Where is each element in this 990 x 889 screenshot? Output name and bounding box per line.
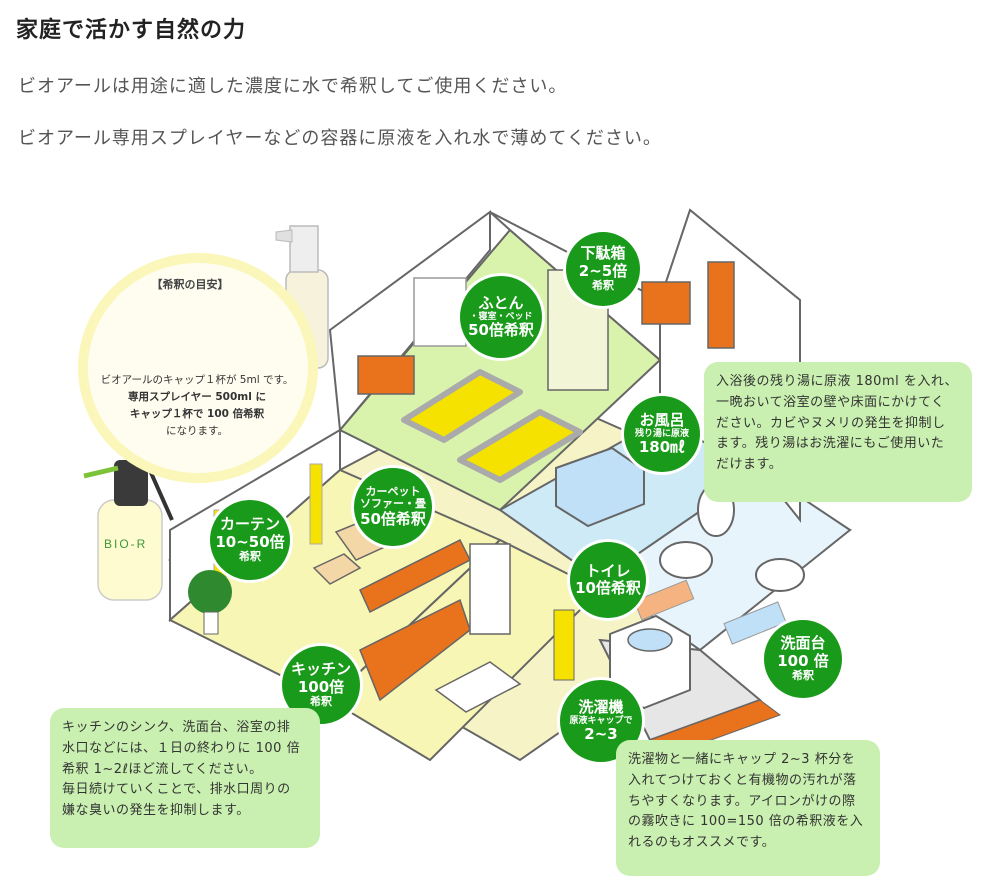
shoe-cabinet <box>641 281 691 325</box>
spray-nozzle <box>275 229 293 243</box>
badge-geta-unit: 希釈 <box>592 278 614 292</box>
dilution-guide-circle <box>78 253 318 483</box>
badge-futon-label: ふとん <box>478 293 524 312</box>
sprayer-logo: BIO-R <box>104 537 147 551</box>
intro-paragraph-1: ビオアールは用途に適した濃度に水で希釈してご使用ください。 <box>18 76 568 97</box>
kitchen-info-line: 希釈 1~2ℓほど流してください。 <box>62 761 263 777</box>
badge-carpet-ratio: 50倍希釈 <box>360 510 426 529</box>
guide-line-2: 専用スプレイヤー 500ml に <box>128 391 266 403</box>
badge-sink-label: 洗面台 <box>780 634 826 653</box>
washing-machine-drum <box>627 628 673 652</box>
badge-laundry-sub: 原液キャップで <box>569 715 633 726</box>
curtain-right <box>309 463 323 545</box>
badge-toilet-label: トイレ <box>585 561 631 580</box>
badge-bath-sub: 残り湯に原液 <box>634 428 689 439</box>
badge-futon-sub: ・寝室・ベッド <box>469 311 533 322</box>
badge-carpet-label: カーペット <box>365 484 421 498</box>
bathtub <box>555 446 645 528</box>
sink-mat <box>723 601 787 645</box>
fridge <box>469 543 511 635</box>
bath-info-line: ださい。カビやヌメリの発生を抑制し <box>716 415 946 431</box>
bath-info-box: 入浴後の残り湯に原液 180ml を入れ、 一晩おいて浴室の壁や床面にかけてく … <box>704 362 972 502</box>
laundry-info-line: 入れてつけておくと有機物の汚れが落 <box>628 772 857 788</box>
kitchen-info-line: 嫌な臭いの発生を抑制します。 <box>62 803 250 819</box>
badge-carpet-sub: ソファー・畳 <box>360 497 426 511</box>
kitchen-info-line: 毎日続けていくことで、排水口周りの <box>62 782 291 798</box>
living-table <box>312 553 362 585</box>
guide-title: 【希釈の目安】 <box>151 278 229 291</box>
badge-futon-ratio: 50倍希釈 <box>468 321 534 340</box>
intro-paragraph-2: ビオアール専用スプレイヤーなどの容器に原液を入れ水で薄めてください。 <box>18 128 662 149</box>
futon-2 <box>457 409 583 483</box>
badge-toilet: トイレ 10倍希釈 <box>570 542 646 618</box>
guide-line-1: ビオアールのキャップ１杯が 5ml です。 <box>100 374 294 386</box>
toilet-bowl <box>659 541 713 579</box>
spray-bottle-head <box>289 225 319 273</box>
badge-kitchen-label: キッチン <box>290 660 351 679</box>
futon-1 <box>401 369 523 443</box>
badge-curtain: カーテン 10~50倍 希釈 <box>210 500 290 580</box>
badge-carpet: カーペット ソファー・畳 50倍希釈 <box>354 468 432 546</box>
bath-info-line: だけます。 <box>716 457 783 473</box>
kitchen-info-line: 水口などには、１日の終わりに 100 倍 <box>62 740 301 756</box>
bath-info-line: 入浴後の残り湯に原液 180ml を入れ、 <box>716 374 958 389</box>
guide-line-4: になります。 <box>166 425 228 437</box>
badge-geta-label: 下駄箱 <box>580 244 626 263</box>
laundry-info-box: 洗濯物と一緒にキャップ 2~3 杯分を 入れてつけておくと有機物の汚れが落 ちや… <box>616 740 880 876</box>
dining-table <box>434 661 522 713</box>
plant-pot <box>203 611 219 635</box>
toilet-mat <box>633 579 695 621</box>
pressure-sprayer-nozzle <box>83 465 119 479</box>
shoji-window <box>413 277 467 347</box>
badge-toilet-ratio: 10倍希釈 <box>575 579 641 597</box>
bath-info-line: ます。残り湯はお洗濯にもご使用いた <box>716 436 945 452</box>
pressure-sprayer-handle <box>146 465 174 521</box>
kitchen-info-box: キッチンのシンク、洗面台、浴室の排 水口などには、１日の終わりに 100 倍 希… <box>50 708 320 848</box>
badge-kitchen-unit: 希釈 <box>310 694 332 708</box>
badge-sink-ratio: 100 倍 <box>777 651 829 670</box>
badge-bath-label: お風呂 <box>639 410 685 429</box>
kitchen-info-line: キッチンのシンク、洗面台、浴室の排 <box>62 720 291 735</box>
bath-info-line: 一晩おいて浴室の壁や床面にかけてく <box>716 394 945 410</box>
bedroom-cabinet <box>357 355 415 395</box>
badge-sink: 洗面台 100 倍 希釈 <box>764 620 842 698</box>
badge-laundry-amount: 2~3 <box>584 725 618 744</box>
badge-laundry: 洗濯機 原液キャップで 2~3 <box>560 680 642 762</box>
page-title: 家庭で活かす自然の力 <box>16 18 247 43</box>
entrance-door <box>707 261 735 349</box>
badge-bath: お風呂 残り湯に原液 180㎖ <box>624 396 700 472</box>
badge-laundry-label: 洗濯機 <box>578 697 624 716</box>
badge-geta-ratio: 2~5倍 <box>578 261 628 280</box>
badge-curtain-ratio: 10~50倍 <box>215 532 285 551</box>
wash-basin <box>755 558 805 592</box>
badge-kitchen-ratio: 100倍 <box>297 677 345 696</box>
hall-door <box>553 609 575 681</box>
laundry-info-line: の霧吹きに 100=150 倍の希釈液を入 <box>628 814 864 830</box>
badge-geta: 下駄箱 2~5倍 希釈 <box>566 232 640 306</box>
badge-bath-amount: 180㎖ <box>638 438 686 457</box>
laundry-info-line: ちやすくなります。アイロンがけの際 <box>628 793 856 809</box>
laundry-info-line: 洗濯物と一緒にキャップ 2~3 杯分を <box>628 752 856 767</box>
badge-sink-unit: 希釈 <box>792 668 814 682</box>
badge-kitchen: キッチン 100倍 希釈 <box>282 646 360 724</box>
guide-line-3: キャップ１杯で 100 倍希釈 <box>129 408 265 420</box>
potted-plant <box>188 570 232 614</box>
badge-futon: ふとん ・寝室・ベッド 50倍希釈 <box>460 276 542 358</box>
badge-curtain-unit: 希釈 <box>239 549 261 563</box>
pressure-sprayer-top <box>114 460 148 506</box>
badge-curtain-label: カーテン <box>219 515 280 534</box>
laundry-info-line: れるのもオススメです。 <box>628 835 776 851</box>
